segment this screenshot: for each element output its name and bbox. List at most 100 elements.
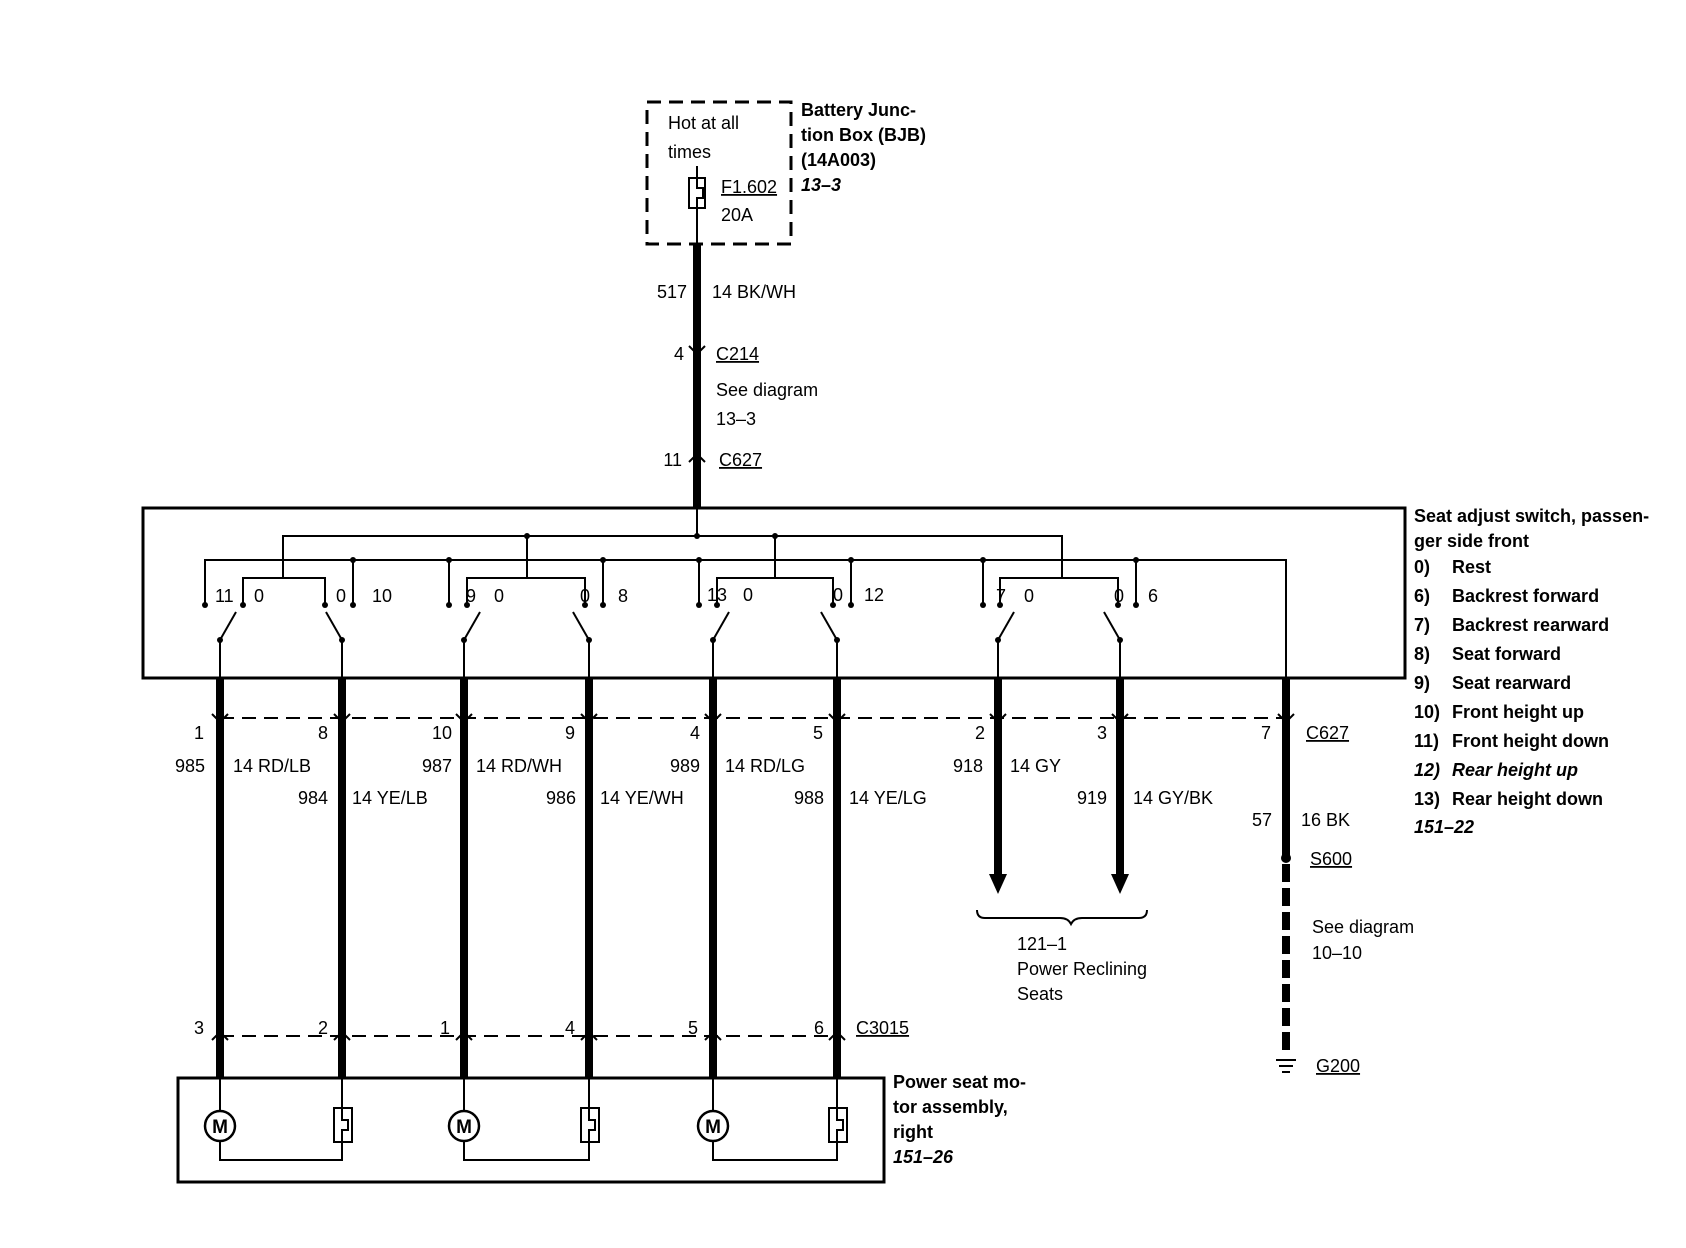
c627-feed-name: C627 bbox=[719, 450, 762, 470]
wire5-color: 14 YE/LG bbox=[849, 788, 927, 808]
wire2-circuit: 987 bbox=[422, 756, 452, 776]
wire0-pin-top: 1 bbox=[194, 723, 204, 743]
legend-num-4: 9) bbox=[1414, 673, 1430, 693]
motor-assembly-ref: 151–26 bbox=[893, 1147, 954, 1167]
circuit-breaker-icon bbox=[333, 1107, 353, 1143]
legend-num-2: 7) bbox=[1414, 615, 1430, 635]
wire4-pin-top: 4 bbox=[690, 723, 700, 743]
legend-num-8: 13) bbox=[1414, 789, 1440, 809]
pos-g2-c1: 0 bbox=[494, 586, 504, 606]
switch-title-line1: Seat adjust switch, passen- bbox=[1414, 506, 1649, 526]
bjb-dashed-border bbox=[645, 100, 793, 246]
ground-circuit-num: 57 bbox=[1252, 810, 1272, 830]
feed-wire-color: 14 BK/WH bbox=[712, 282, 796, 302]
ground-name: G200 bbox=[1316, 1056, 1360, 1076]
pos-g1-c2: 0 bbox=[336, 586, 346, 606]
wire6-color: 14 GY bbox=[1010, 756, 1061, 776]
connector-chevrons bbox=[211, 713, 1295, 1041]
wire1-color: 14 YE/LB bbox=[352, 788, 428, 808]
battery-junction-box: Hot at all times F1.602 20A Battery Junc… bbox=[645, 100, 926, 246]
legend-num-1: 6) bbox=[1414, 586, 1430, 606]
motor-icon: M bbox=[696, 1109, 730, 1143]
legend-num-7: 12) bbox=[1414, 760, 1440, 780]
wire4-circuit: 989 bbox=[670, 756, 700, 776]
splice-dot-icon bbox=[1281, 853, 1291, 863]
recline-wires bbox=[976, 678, 1148, 927]
circuit-breaker-icon bbox=[580, 1107, 600, 1143]
arrow-down-icon bbox=[989, 874, 1007, 894]
wire5-pin-top: 5 bbox=[813, 723, 823, 743]
legend-text-3: Seat forward bbox=[1452, 644, 1561, 664]
wire1-pin-bottom: 2 bbox=[318, 1018, 328, 1038]
feed-see-line1: See diagram bbox=[716, 380, 818, 400]
wire7-pin-top: 3 bbox=[1097, 723, 1107, 743]
arrow-down-icon bbox=[1111, 874, 1129, 894]
fuse-id: F1.602 bbox=[721, 177, 777, 197]
pos-g3-right: 12 bbox=[864, 585, 884, 605]
pos-g4-left: 7 bbox=[996, 586, 1006, 606]
wire4-pin-bottom: 5 bbox=[688, 1018, 698, 1038]
c627-name: C627 bbox=[1306, 723, 1349, 743]
legend-text-7: Rear height up bbox=[1452, 760, 1578, 780]
wire6-pin-top: 2 bbox=[975, 723, 985, 743]
wire3-color: 14 YE/WH bbox=[600, 788, 684, 808]
switch-ref: 151–22 bbox=[1414, 817, 1474, 837]
fuse-rating: 20A bbox=[721, 205, 753, 225]
pos-g1-right: 10 bbox=[372, 586, 392, 606]
switch-box bbox=[141, 506, 1407, 680]
c214-pin: 4 bbox=[674, 344, 684, 364]
feed-wire: 517 14 BK/WH 4 C214 See diagram 13–3 11 … bbox=[657, 244, 818, 508]
wire5-pin-bottom: 6 bbox=[814, 1018, 824, 1038]
bjb-title-line2: tion Box (BJB) bbox=[801, 125, 926, 145]
bjb-title-line3: (14A003) bbox=[801, 150, 876, 170]
legend-text-1: Backrest forward bbox=[1452, 586, 1599, 606]
pos-g4-c2: 0 bbox=[1114, 586, 1124, 606]
ground-see-line2: 10–10 bbox=[1312, 943, 1362, 963]
pos-g3-left: 13 bbox=[707, 585, 727, 605]
pos-g2-right: 8 bbox=[618, 586, 628, 606]
legend-text-6: Front height down bbox=[1452, 731, 1609, 751]
motor-icon: M bbox=[203, 1109, 237, 1143]
motor-assembly-line3: right bbox=[893, 1122, 933, 1142]
fuse-icon bbox=[688, 166, 706, 244]
circuit-breaker-icon bbox=[828, 1107, 848, 1143]
legend-num-6: 11) bbox=[1414, 731, 1439, 751]
wire4-color: 14 RD/LG bbox=[725, 756, 805, 776]
legend-num-3: 8) bbox=[1414, 644, 1430, 664]
motor-assembly-box bbox=[176, 1076, 886, 1184]
motor-assembly: M M M bbox=[176, 1076, 886, 1184]
bjb-ref: 13–3 bbox=[801, 175, 841, 195]
wire3-pin-bottom: 4 bbox=[565, 1018, 575, 1038]
switch-title-line2: ger side front bbox=[1414, 531, 1529, 551]
bjb-title-line1: Battery Junc- bbox=[801, 100, 916, 120]
legend-text-4: Seat rearward bbox=[1452, 673, 1571, 693]
motor-wires bbox=[216, 678, 841, 1078]
wire0-color: 14 RD/LB bbox=[233, 756, 311, 776]
pos-g2-c2: 0 bbox=[580, 586, 590, 606]
seat-adjust-switch: 11 0 0 10 9 0 0 8 13 0 0 12 7 0 0 6 bbox=[141, 506, 1407, 680]
wire0-pin-bottom: 3 bbox=[194, 1018, 204, 1038]
legend-text-2: Backrest rearward bbox=[1452, 615, 1609, 635]
svg-text:M: M bbox=[456, 1117, 472, 1138]
pos-g3-c2: 0 bbox=[833, 585, 843, 605]
wire2-pin-bottom: 1 bbox=[440, 1018, 450, 1038]
wire7-color: 14 GY/BK bbox=[1133, 788, 1213, 808]
switch-blade-icon bbox=[219, 611, 1121, 678]
ground-see-line1: See diagram bbox=[1312, 917, 1414, 937]
bjb-hot-line2: times bbox=[668, 142, 711, 162]
brace-icon bbox=[976, 909, 1148, 927]
legend-text-0: Rest bbox=[1452, 557, 1491, 577]
recline-ref: 121–1 bbox=[1017, 934, 1067, 954]
wire2-color: 14 RD/WH bbox=[476, 756, 562, 776]
motor-assembly-line1: Power seat mo- bbox=[893, 1072, 1026, 1092]
pos-g3-c1: 0 bbox=[743, 585, 753, 605]
recline-line2: Seats bbox=[1017, 984, 1063, 1004]
svg-text:M: M bbox=[212, 1117, 228, 1138]
ground-circuit bbox=[1276, 678, 1296, 1073]
motor-assembly-line2: tor assembly, bbox=[893, 1097, 1008, 1117]
c3015-name: C3015 bbox=[856, 1018, 909, 1038]
svg-text:M: M bbox=[705, 1117, 721, 1138]
pos-g1-c1: 0 bbox=[254, 586, 264, 606]
wire1-circuit: 984 bbox=[298, 788, 328, 808]
